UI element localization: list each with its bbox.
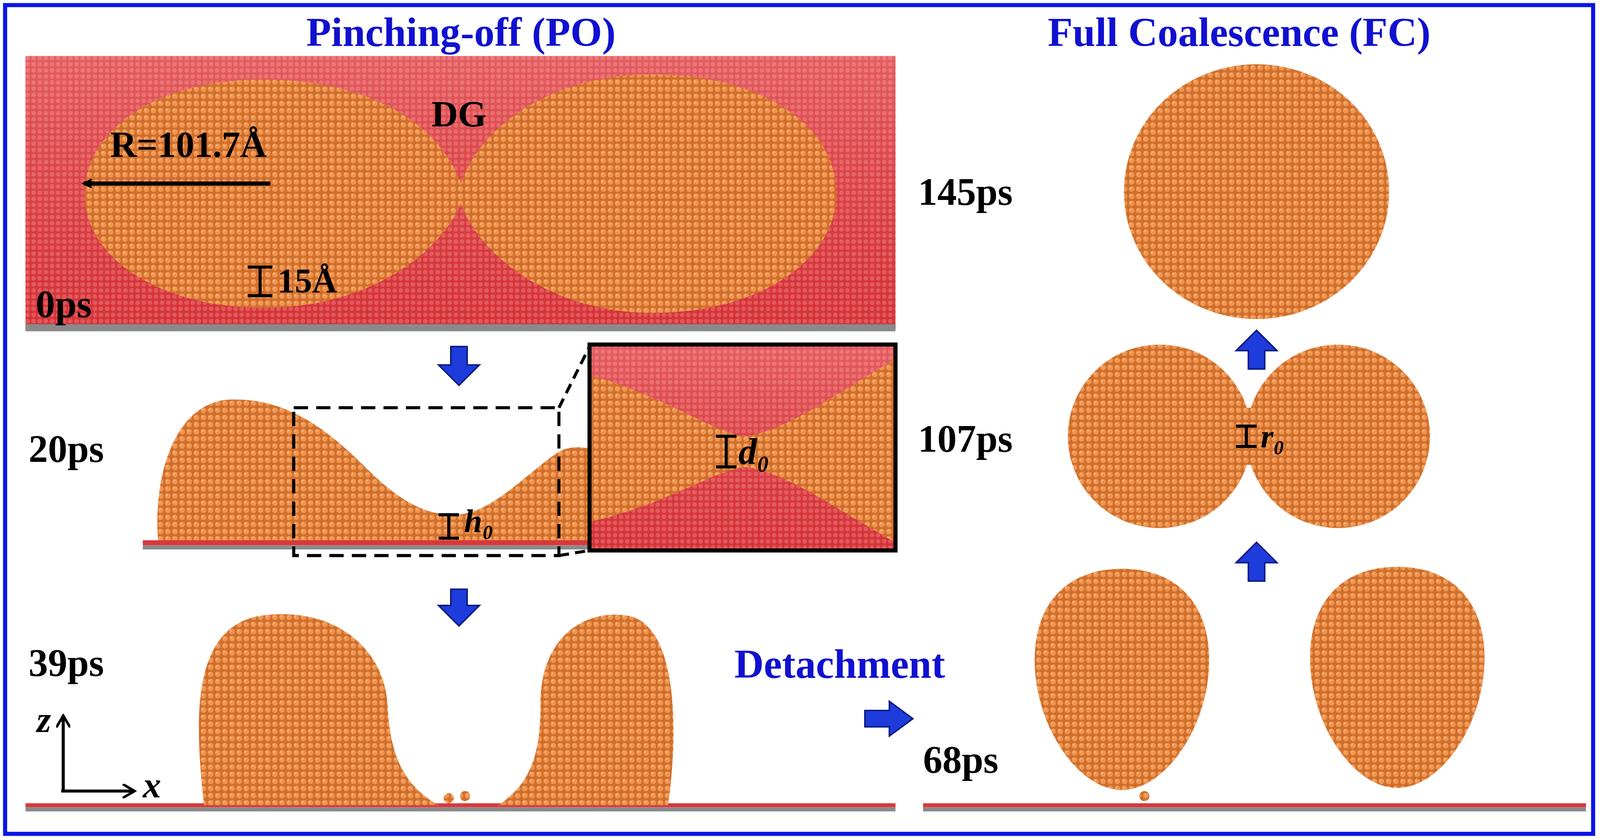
panel-heading: Full Coalescence (FC) (1047, 12, 1431, 53)
dimension-label: r₀ (1260, 419, 1285, 453)
axis-label: x (142, 766, 162, 804)
time-label: 68ps (922, 740, 999, 780)
dimension-label: R=101.7Å (109, 126, 267, 164)
substrate-label: DG (431, 95, 487, 133)
dimension-label: 15Å (277, 264, 338, 299)
time-label: 39ps (28, 643, 105, 683)
stage-label: Detachment (734, 644, 946, 686)
panel-heading: Pinching-off (PO) (306, 12, 616, 53)
dimension-label: d₀ (738, 433, 770, 471)
time-label: 0ps (35, 284, 93, 324)
time-label: 20ps (28, 429, 105, 468)
axis-label: z (36, 701, 52, 739)
time-label: 107ps (917, 419, 1013, 458)
time-label: 145ps (917, 172, 1013, 212)
dimension-label: h₀ (464, 504, 494, 538)
